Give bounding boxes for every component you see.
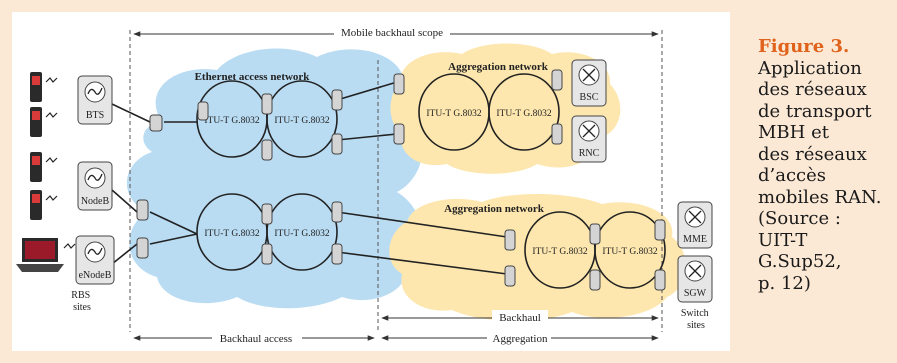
bsc-node: BSC — [571, 59, 607, 107]
mobile-phone-icon — [30, 190, 58, 220]
bsc-label: BSC — [580, 92, 599, 103]
rnc-node: RNC — [571, 115, 607, 163]
nodeb-node: NodeB — [77, 161, 113, 211]
ethernet-access-title: Ethernet access network — [195, 71, 311, 83]
enodeb-node: eNodeB — [75, 235, 115, 285]
switch-sites-line-2: sites — [687, 320, 705, 331]
backhaul-access-span-label: Backhaul access — [220, 333, 292, 345]
rnc-label: RNC — [579, 148, 600, 159]
mobile-phone-icon — [30, 107, 58, 137]
ring-label: ITU-T G.8032 — [426, 109, 481, 119]
sgw-node: SGW — [677, 255, 713, 303]
aggregation-cloud-top — [390, 43, 621, 174]
mobile-phone-icon — [30, 152, 58, 182]
switch-sites-label: Switch sites — [681, 308, 711, 331]
rbs-sites-line-2: sites — [73, 302, 91, 313]
sgw-label: SGW — [684, 288, 707, 299]
caption-text: Application des réseaux de transport MBH… — [758, 57, 882, 294]
ring-label: ITU-T G.8032 — [204, 116, 259, 126]
aggregation-top-title: Aggregation network — [448, 61, 549, 73]
ring-label: ITU-T G.8032 — [532, 247, 587, 257]
ring-label: ITU-T G.8032 — [204, 229, 259, 239]
mme-label: MME — [683, 234, 707, 245]
rbs-sites-label: RBS sites — [71, 290, 92, 313]
nodeb-label: NodeB — [81, 196, 110, 207]
ring-label: ITU-T G.8032 — [274, 229, 329, 239]
laptop-icon — [16, 238, 76, 272]
enodeb-label: eNodeB — [79, 270, 112, 281]
aggregation-cloud-bottom — [389, 193, 686, 321]
network-diagram: Mobile backhaul scope Ethernet access ne… — [12, 12, 730, 351]
caption-title: Figure 3. — [758, 36, 850, 57]
backhaul-span-label: Backhaul — [499, 312, 541, 324]
aggregation-bottom-title: Aggregation network — [444, 203, 545, 215]
ring-label: ITU-T G.8032 — [274, 116, 329, 126]
bts-label: BTS — [86, 110, 104, 121]
bts-node: BTS — [77, 75, 113, 125]
ring-label: ITU-T G.8032 — [496, 109, 551, 119]
switch-sites-line-1: Switch — [681, 308, 709, 319]
mobile-phone-icon — [30, 72, 58, 102]
rbs-sites-line-1: RBS — [71, 290, 90, 301]
ring-label: ITU-T G.8032 — [602, 247, 657, 257]
mobile-backhaul-scope-label: Mobile backhaul scope — [341, 27, 443, 39]
figure-caption: Figure 3. Application des réseaux de tra… — [758, 36, 894, 294]
diagram-svg: Mobile backhaul scope Ethernet access ne… — [16, 25, 713, 345]
aggregation-span-label: Aggregation — [493, 333, 548, 345]
mme-node: MME — [677, 201, 713, 249]
